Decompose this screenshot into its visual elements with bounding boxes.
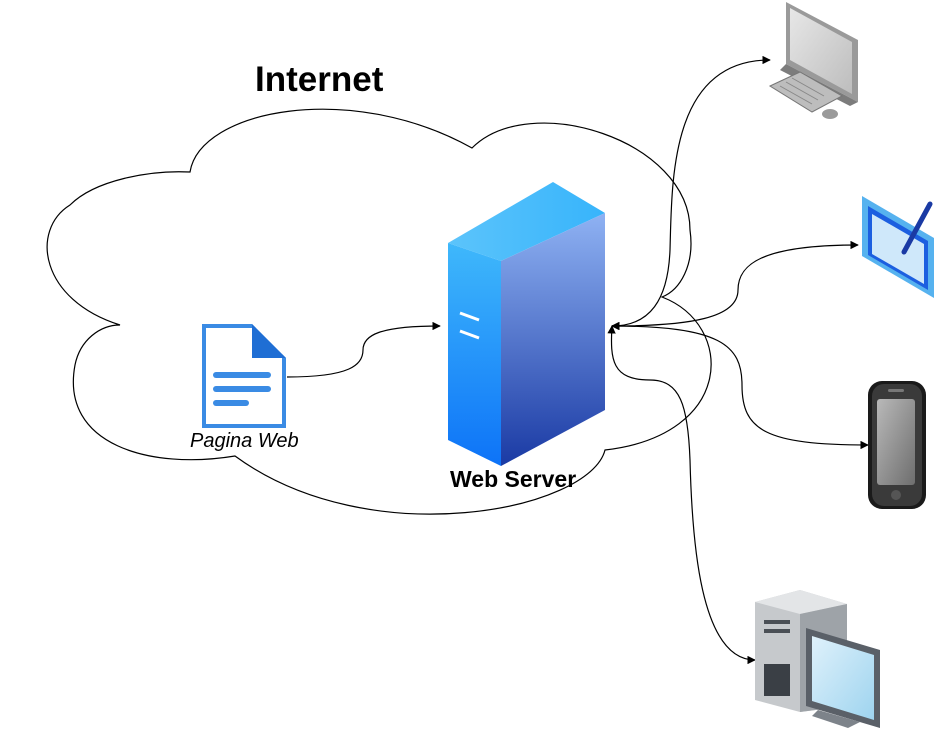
connector-server-phone: [611, 321, 869, 450]
document-icon: [202, 324, 286, 428]
cloud-title: Internet: [255, 60, 384, 99]
connector-server-workstation: [607, 325, 756, 665]
phone-icon: [868, 381, 926, 509]
connector-server-tablet: [611, 240, 859, 331]
desktop-monitor-icon: [768, 2, 858, 119]
tower-pc-icon: [755, 590, 880, 728]
tablet-pen-icon: [862, 196, 934, 298]
web-server-icon: [448, 182, 605, 466]
connector-server-desktop: [611, 55, 771, 331]
web-page-label: Pagina Web: [190, 430, 299, 452]
connector-page-to-server: [286, 321, 441, 378]
server-label: Web Server: [450, 466, 577, 492]
internet-cloud: [46, 108, 712, 515]
